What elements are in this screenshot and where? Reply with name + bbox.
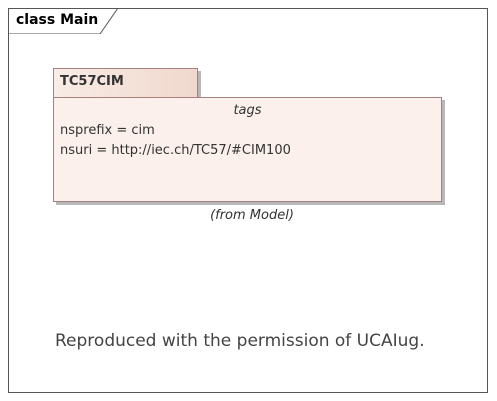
frame-title-tab [8,8,118,34]
tag-nsuri: nsuri = http://iec.ch/TC57/#CIM100 [60,143,291,158]
permission-notice: Reproduced with the permission of UCAIug… [55,331,425,351]
from-model-label: (from Model) [210,208,294,223]
frame-title: class Main [16,12,99,28]
tag-nsprefix: nsprefix = cim [60,123,155,138]
tags-heading: tags [233,103,262,118]
package-body[interactable] [53,97,442,202]
package-name: TC57CIM [60,74,124,89]
package-tab[interactable] [53,68,198,97]
